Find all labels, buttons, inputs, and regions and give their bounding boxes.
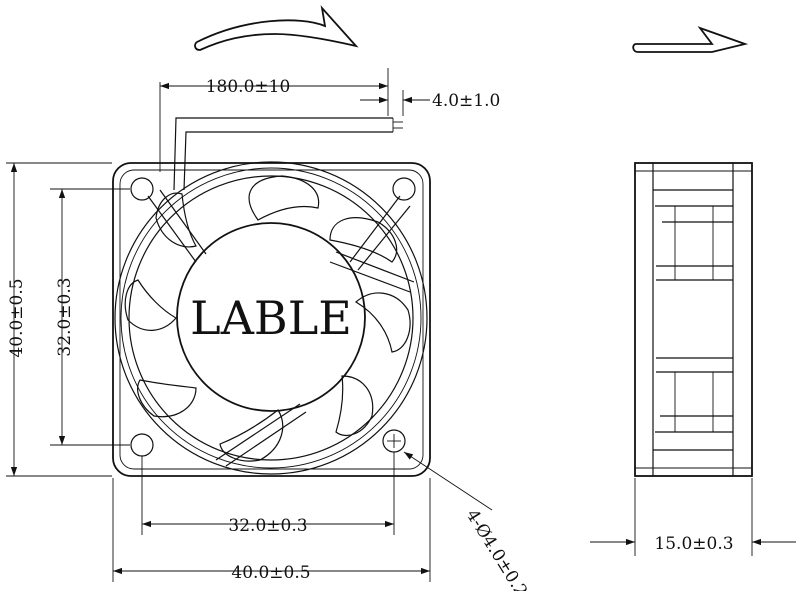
dimension-lines xyxy=(6,68,796,582)
outer-width-label: 40.0±0.5 xyxy=(231,563,310,583)
motor-hub xyxy=(176,222,366,412)
outer-height-label: 40.0±0.5 xyxy=(7,278,27,357)
thickness-label: 15.0±0.3 xyxy=(654,534,733,554)
hub-label: LABLE xyxy=(190,291,352,345)
mounting-holes-label: 4-Ø4.0±0.2 xyxy=(462,506,531,591)
cable-length-label: 180.0±10 xyxy=(206,77,291,97)
fan-side-view xyxy=(634,162,753,477)
fan-front-view: LABLE xyxy=(112,117,431,477)
rotation-arrow-icon xyxy=(194,5,359,51)
lead-strip-label: 4.0±1.0 xyxy=(432,91,500,111)
lead-wire-cable xyxy=(173,117,403,191)
airflow-arrow-icon xyxy=(632,26,749,53)
hole-spacing-horizontal-label: 32.0±0.3 xyxy=(228,516,307,536)
frame-struts xyxy=(147,189,415,467)
hole-spacing-vertical-label: 32.0±0.3 xyxy=(55,277,75,356)
